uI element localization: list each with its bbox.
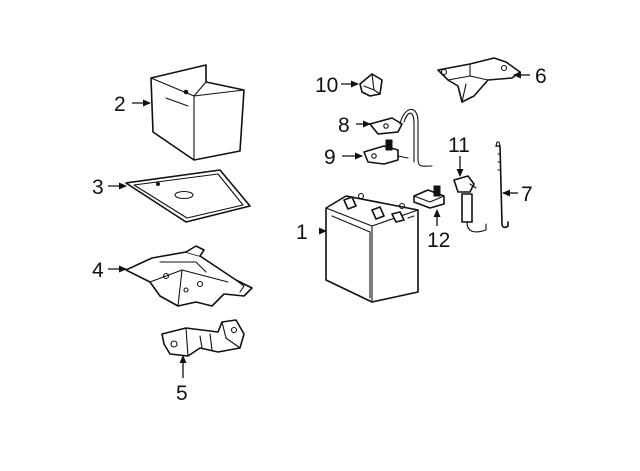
callout-6: 6 xyxy=(535,65,547,88)
part-6-cover-bracket xyxy=(437,57,521,103)
part-1-battery xyxy=(325,192,419,303)
part-5-hold-down-clamp xyxy=(161,319,245,357)
callout-2: 2 xyxy=(114,93,126,116)
callout-12: 12 xyxy=(427,229,450,252)
part-3-battery-tray xyxy=(125,169,251,223)
callout-5: 5 xyxy=(176,382,188,405)
callout-8: 8 xyxy=(338,114,350,137)
callout-11: 11 xyxy=(448,134,470,157)
callout-10: 10 xyxy=(315,74,338,97)
part-10-terminal-cover xyxy=(359,73,383,97)
part-12-terminal-nut xyxy=(413,185,445,209)
part-7-hold-down-rod xyxy=(495,141,509,229)
callout-7: 7 xyxy=(521,183,533,206)
part-9-positive-terminal xyxy=(363,139,409,165)
callout-leaders xyxy=(108,71,530,378)
callout-9: 9 xyxy=(324,146,336,169)
part-11-positive-cable xyxy=(453,175,487,233)
callout-4: 4 xyxy=(92,259,104,282)
part-8-negative-cable xyxy=(369,108,433,167)
callout-1: 1 xyxy=(296,221,308,244)
callout-3: 3 xyxy=(92,176,104,199)
callout-labels: 1 2 3 4 5 6 7 8 9 10 11 12 xyxy=(92,65,547,405)
part-2-battery-insulator xyxy=(150,64,245,161)
part-4-carrier-bracket xyxy=(125,245,253,307)
